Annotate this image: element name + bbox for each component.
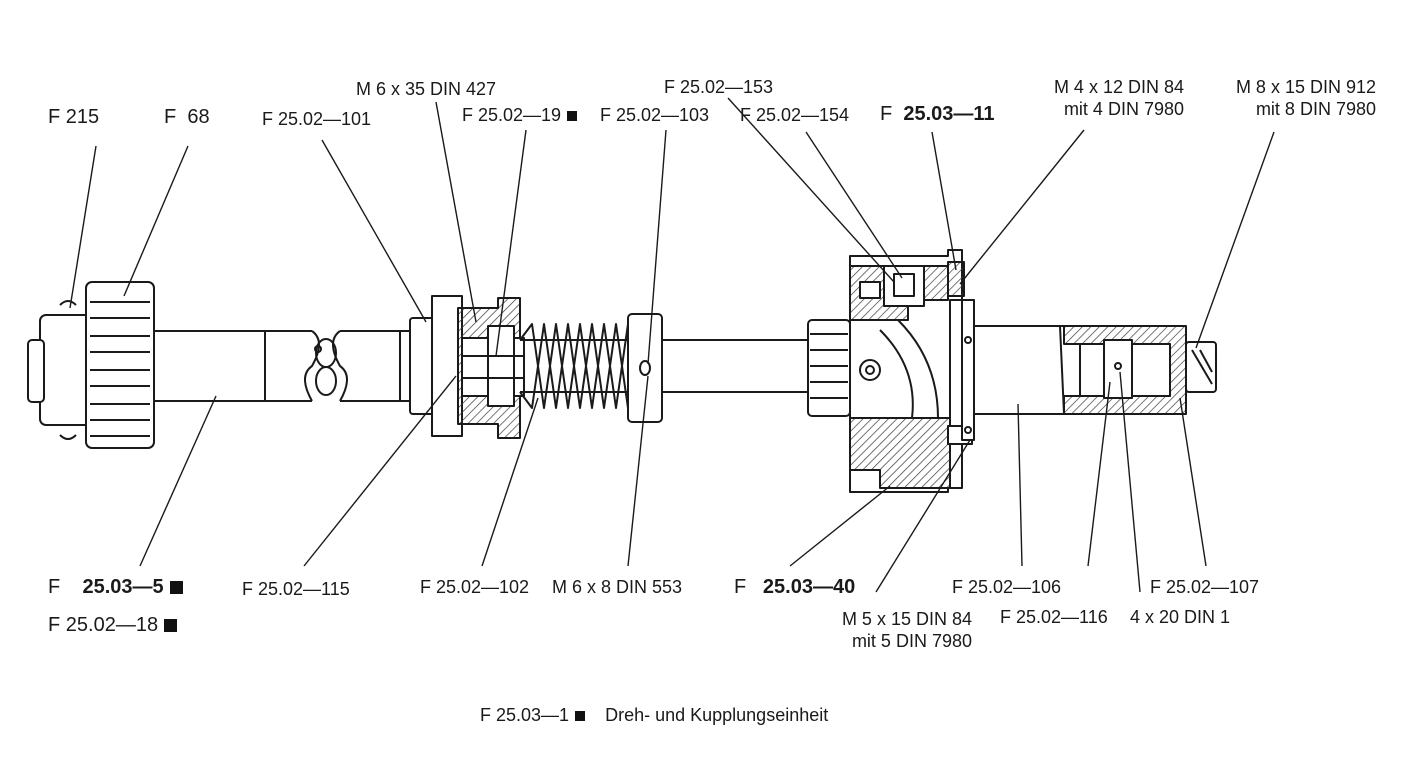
label-f2502-107: F 25.02—107 [1150,577,1260,597]
label-m8x15-line1: M 8 x 15 DIN 912 [1235,77,1376,97]
label-f2502-18: F 25.02—18 [48,614,178,636]
pinion-part [807,319,851,417]
label-f2502-102: F 25.02—102 [420,577,530,597]
leader-lines [69,97,1275,593]
label-f68: F 68 [164,106,210,128]
label-f2502-19: F 25.02—19 [462,104,578,126]
output-shaft-part [974,325,1187,415]
label-m4x12-line2: mit 4 DIN 7980 [1063,99,1184,119]
sheet-marker-icon [164,619,178,632]
main-shaft-part [154,330,410,402]
adjusting-ring-part [627,313,810,423]
gear-wheel-part [85,281,155,449]
label-m8x15-din912: M 8 x 15 DIN 912 mit 8 DIN 7980 [1190,76,1376,120]
coupling-housing-part [849,249,963,493]
compression-spring-part [519,323,636,409]
coupling-sleeve-section [457,297,525,439]
label-m6x35-din427: M 6 x 35 DIN 427 [356,79,497,99]
sheet-marker-icon [567,111,578,121]
label-m4x12-line1: M 4 x 12 DIN 84 [1053,77,1184,97]
label-pin-4x20-din1: 4 x 20 DIN 1 [1130,607,1231,627]
flange-collar-part [409,295,463,437]
label-m5x15-line2: mit 5 DIN 7980 [851,631,972,651]
label-m4x12-din84: M 4 x 12 DIN 84 mit 4 DIN 7980 [1000,76,1184,120]
label-f2503-5-prefix: F [48,576,61,598]
label-f2502-154: F 25.02—154 [740,105,850,125]
label-m5x15-line1: M 5 x 15 DIN 84 [841,609,972,629]
sheet-marker-icon [575,711,586,721]
label-f2503-5-number: 25.03—5 [82,576,164,598]
label-m8x15-line2: mit 8 DIN 7980 [1255,99,1376,119]
label-f2503-40: F 25.03—40 [734,576,855,598]
retaining-ring-part [947,261,975,445]
label-f2502-18-text: F 25.02—18 [48,614,159,636]
label-f2503-11: F 25.03—11 [880,103,995,125]
label-m6x8-din553: M 6 x 8 DIN 553 [552,577,683,597]
label-f2503-5: F 25.03—5 [48,576,183,598]
label-f2502-103: F 25.02—103 [600,105,710,125]
figure-caption: F 25.03—1 Dreh- und Kupplungseinheit [480,704,828,726]
label-f2502-153: F 25.02—153 [664,77,774,97]
label-f2503-11-number: 25.03—11 [903,103,995,125]
end-screw-part [1185,341,1217,393]
left-hub-part [27,300,93,440]
caption-title: Dreh- und Kupplungseinheit [605,705,829,725]
label-f2503-11-prefix: F [880,103,893,125]
label-f215: F 215 [48,106,100,128]
label-f2502-116: F 25.02—116 [1000,607,1108,627]
label-f2502-19-text: F 25.02—19 [462,105,562,125]
label-f2503-40-prefix: F [734,576,747,598]
sheet-marker-icon [169,581,183,594]
label-f2503-40-number: 25.03—40 [762,576,856,598]
label-f2502-101: F 25.02—101 [262,109,372,129]
caption-code: F 25.03—1 [480,705,570,725]
label-m5x15-din84: M 5 x 15 DIN 84 mit 5 DIN 7980 [780,608,972,652]
label-f2502-115: F 25.02—115 [242,579,350,599]
label-f2502-106: F 25.02—106 [952,577,1062,597]
